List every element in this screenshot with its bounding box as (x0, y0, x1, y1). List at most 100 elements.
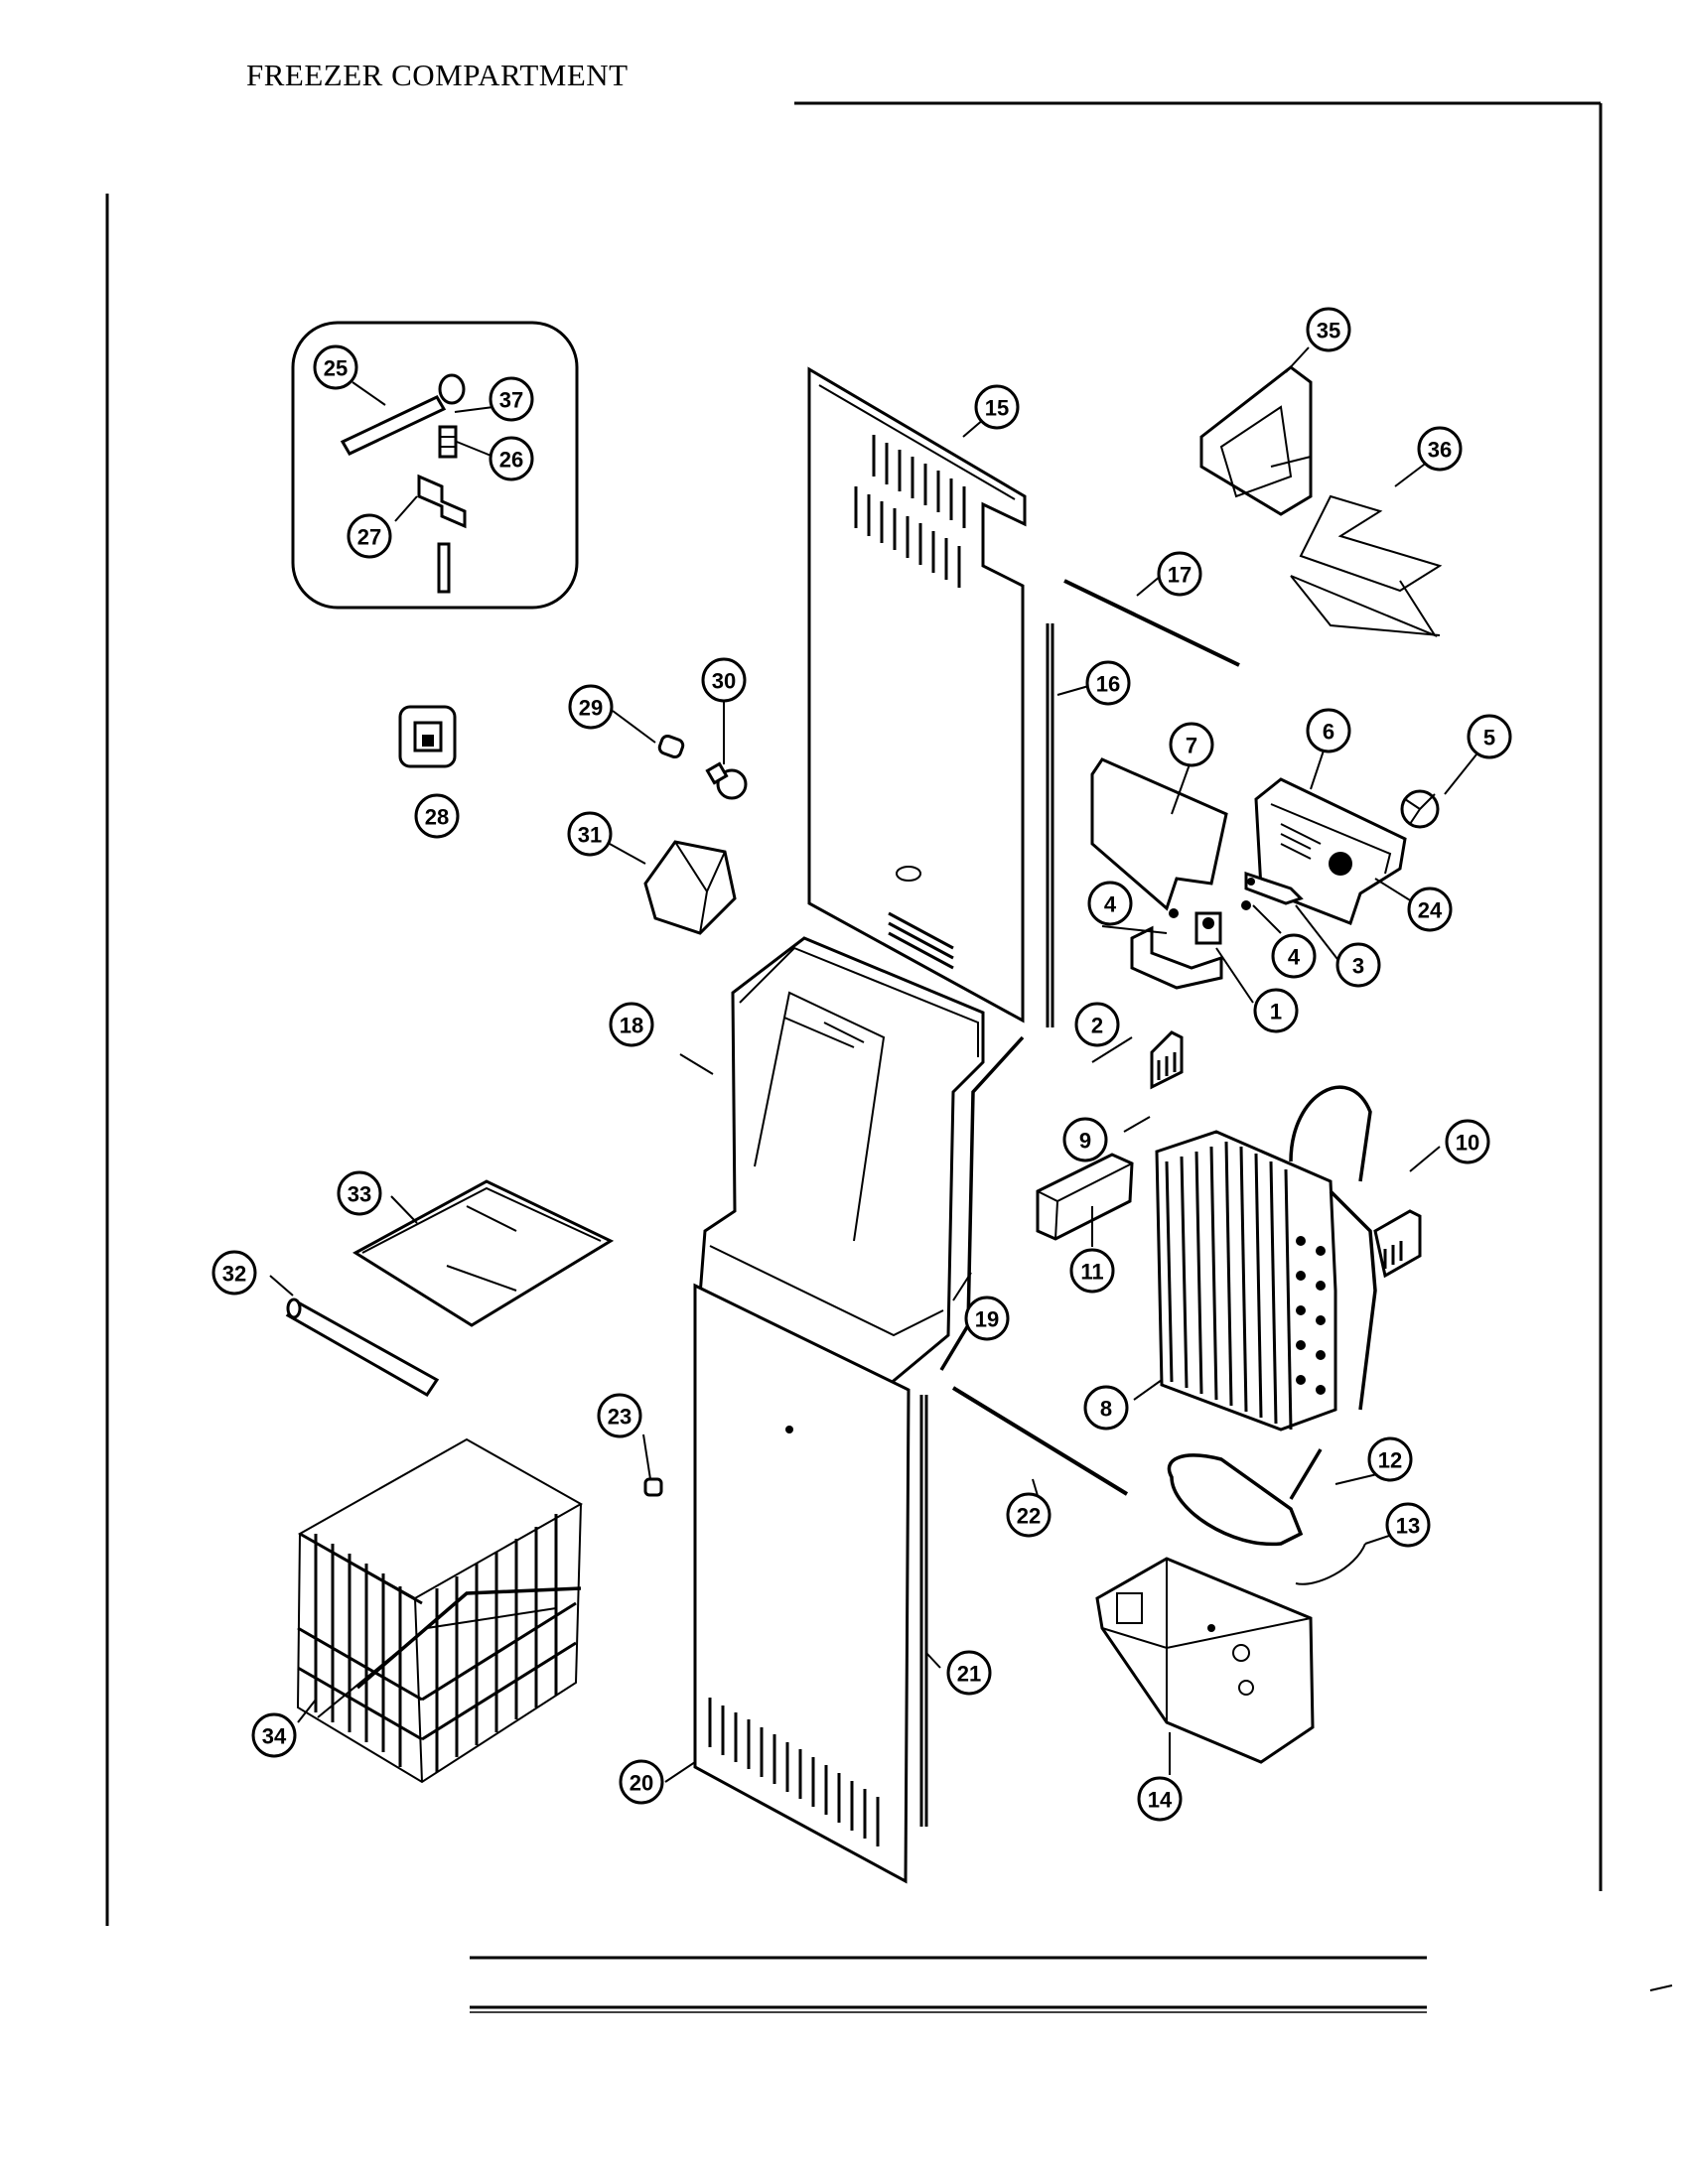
callout-8: 8 (1083, 1385, 1129, 1431)
light-cover-31 (643, 840, 737, 935)
fan-blade-5 (1400, 789, 1440, 829)
callout-4a: 4 (1087, 881, 1133, 926)
block-11 (1036, 1153, 1134, 1241)
callout-11-label: 11 (1080, 1260, 1103, 1285)
callout-33-label: 33 (348, 1182, 371, 1207)
callout-13: 13 (1385, 1502, 1431, 1548)
callout-32: 32 (211, 1250, 257, 1296)
strips (919, 579, 1240, 1827)
callout-17-label: 17 (1168, 563, 1192, 588)
plug-23 (643, 1477, 663, 1497)
callout-5: 5 (1467, 714, 1512, 759)
callout-15: 15 (974, 384, 1020, 430)
callout-22: 22 (1006, 1492, 1052, 1538)
callout-22-label: 22 (1017, 1504, 1041, 1529)
bracket-35 (1199, 365, 1313, 516)
callout-14: 14 (1137, 1776, 1183, 1822)
callout-37: 37 (489, 376, 534, 422)
callout-27: 27 (347, 513, 392, 559)
callout-20: 20 (619, 1759, 664, 1805)
callout-29-label: 29 (579, 696, 603, 721)
callout-28: 28 (414, 793, 460, 839)
callout-6: 6 (1306, 708, 1351, 753)
callout-10: 10 (1445, 1119, 1490, 1164)
callout-28-label: 28 (425, 805, 449, 830)
callout-25-label: 25 (324, 356, 348, 381)
fan-shroud-6 (1254, 777, 1407, 925)
callout-30-label: 30 (712, 669, 736, 694)
callout-2: 2 (1074, 1002, 1120, 1047)
callout-31-label: 31 (578, 823, 602, 848)
bracket-2 (1130, 925, 1223, 990)
callout-24-label: 24 (1418, 898, 1443, 923)
callout-30: 30 (701, 657, 747, 703)
callout-35: 35 (1306, 307, 1351, 352)
lower-panel-20 (693, 1283, 911, 1884)
callout-23-label: 23 (608, 1405, 632, 1430)
callout-7: 7 (1169, 722, 1214, 767)
callouts: 25 37 26 27 28 29 30 31 15 16 17 35 36 7… (211, 307, 1512, 1822)
callout-24: 24 (1407, 887, 1453, 932)
callout-34-label: 34 (262, 1724, 287, 1749)
switch-part-28 (398, 705, 457, 768)
callout-36-label: 36 (1428, 438, 1452, 463)
callout-17: 17 (1157, 551, 1202, 597)
callout-18-label: 18 (620, 1014, 643, 1038)
callout-25: 25 (313, 344, 358, 390)
callout-1: 1 (1253, 988, 1299, 1033)
callout-4b-label: 4 (1288, 945, 1301, 970)
callout-18: 18 (609, 1002, 654, 1047)
callout-32-label: 32 (222, 1262, 246, 1287)
callout-13-label: 13 (1396, 1514, 1420, 1539)
callout-2-label: 2 (1091, 1014, 1103, 1038)
callout-29: 29 (568, 684, 614, 730)
callout-23: 23 (597, 1393, 642, 1438)
page-title: FREEZER COMPARTMENT (246, 58, 629, 92)
callout-9: 9 (1062, 1117, 1108, 1162)
callout-36: 36 (1417, 426, 1463, 472)
drain-pan-14 (1095, 1557, 1315, 1764)
callout-16: 16 (1085, 660, 1131, 706)
inset-box (291, 321, 579, 610)
callout-12-label: 12 (1378, 1448, 1402, 1473)
seal-36 (1290, 494, 1443, 638)
socket-29-bulb-30 (657, 734, 748, 800)
callout-1-label: 1 (1270, 1000, 1282, 1024)
callout-9-label: 9 (1079, 1129, 1091, 1154)
bracket-3 (1244, 871, 1304, 905)
basket-34 (296, 1437, 584, 1784)
cover-7 (1090, 757, 1228, 911)
callout-6-label: 6 (1323, 720, 1334, 745)
callout-35-label: 35 (1317, 319, 1340, 343)
callout-11: 11 (1069, 1248, 1115, 1294)
page-frame (105, 101, 1673, 2013)
callout-27-label: 27 (357, 525, 381, 550)
callout-20-label: 20 (630, 1771, 653, 1796)
rod-32 (285, 1297, 440, 1397)
callout-5-label: 5 (1483, 726, 1495, 751)
callout-34: 34 (251, 1712, 297, 1758)
callout-19-label: 19 (975, 1307, 999, 1332)
callout-4b: 4 (1271, 933, 1317, 979)
evaporator-8 (1155, 1085, 1377, 1432)
callout-10-label: 10 (1456, 1131, 1479, 1156)
callout-15-label: 15 (985, 396, 1009, 421)
callout-7-label: 7 (1186, 734, 1197, 758)
callout-12: 12 (1367, 1436, 1413, 1482)
callout-4a-label: 4 (1104, 892, 1117, 917)
callout-19: 19 (964, 1296, 1010, 1341)
bracket-9 (1150, 1030, 1184, 1090)
callout-3: 3 (1335, 942, 1381, 988)
wire-13 (1295, 1543, 1366, 1585)
heater-12 (1167, 1448, 1323, 1547)
callout-21-label: 21 (957, 1662, 981, 1687)
shelf-33 (352, 1179, 615, 1327)
callout-14-label: 14 (1148, 1788, 1173, 1813)
callout-21: 21 (946, 1650, 992, 1696)
callout-16-label: 16 (1096, 672, 1120, 697)
upper-panel-15 (807, 366, 1027, 1024)
callout-31: 31 (567, 811, 613, 857)
callout-26: 26 (489, 436, 534, 481)
bracket-10 (1373, 1209, 1422, 1279)
